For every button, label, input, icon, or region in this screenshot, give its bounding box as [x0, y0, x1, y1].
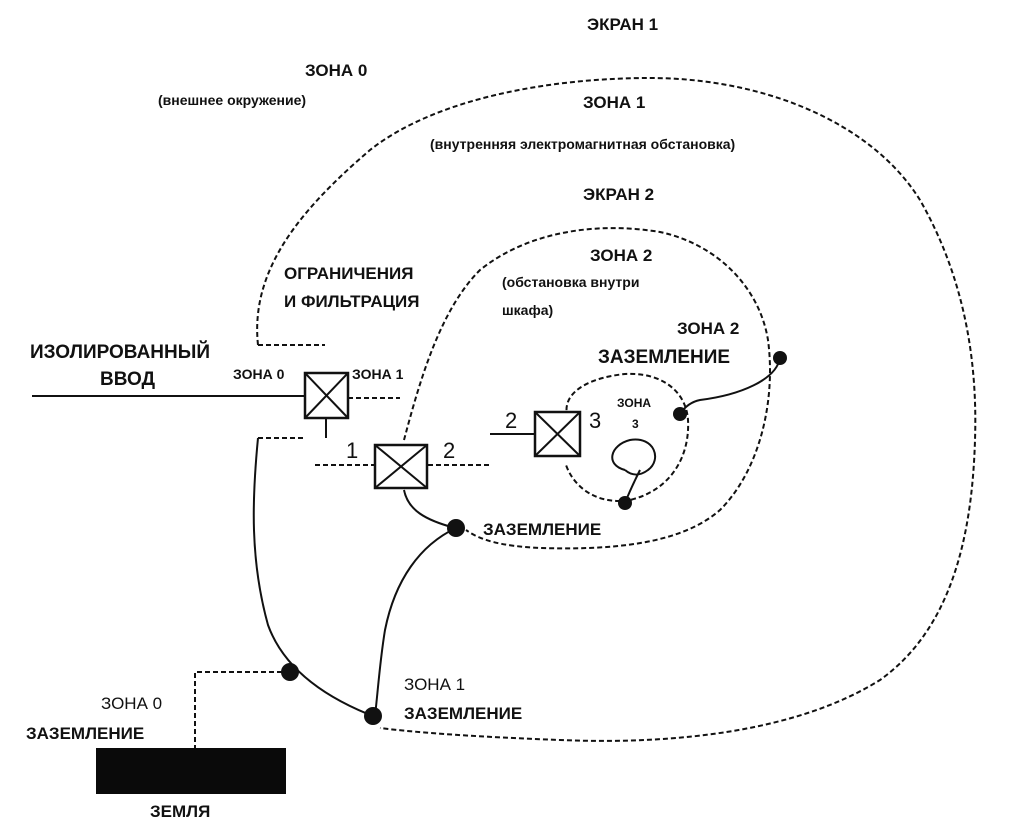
zone0-title: ЗОНА 0 — [305, 61, 368, 80]
zone0-ground-line1: ЗОНА 0 — [101, 694, 163, 713]
zone1-ground-line1: ЗОНА 1 — [404, 675, 466, 694]
filter2-symbol — [373, 443, 429, 490]
screen2-boundary — [403, 227, 771, 550]
isolated-input-label-line2: ВВОД — [100, 369, 156, 390]
filter2-left-label: 1 — [346, 438, 359, 463]
screen1-left-edge — [252, 437, 379, 719]
ground-node-zone3 — [618, 496, 632, 510]
zone3-label-line2: 3 — [632, 417, 639, 431]
zone3-label-line1: ЗОНА — [617, 396, 652, 410]
filter1-right-label: ЗОНА 1 — [352, 366, 404, 382]
screen2-label: ЭКРАН 2 — [583, 185, 655, 204]
screen2-lower-edge — [403, 489, 456, 529]
zone0-desc: (внешнее окружение) — [158, 92, 307, 108]
ground-wire-zone2 — [679, 357, 781, 415]
screen1-boundary — [256, 76, 977, 742]
screen1-label: ЭКРАН 1 — [587, 15, 659, 34]
filter1-left-label: ЗОНА 0 — [233, 366, 285, 382]
zone3-loop — [611, 438, 657, 476]
limiting-label-line2: И ФИЛЬТРАЦИЯ — [284, 292, 420, 311]
ground-wire-main — [374, 527, 457, 717]
ground-node-zone0 — [281, 663, 299, 681]
zone1-desc: (внутренняя электромагнитная обстановка) — [430, 136, 736, 152]
earth-block — [96, 748, 286, 794]
filter3-symbol — [533, 410, 582, 458]
ground-node-zone2 — [773, 351, 787, 365]
limiting-label-line1: ОГРАНИЧЕНИЯ — [284, 264, 414, 283]
filter3-left-label: 2 — [505, 408, 518, 433]
zone2-desc-line2: шкафа) — [502, 302, 554, 318]
zone2-ground-line2: ЗАЗЕМЛЕНИЕ — [598, 347, 731, 368]
filter2-right-label: 2 — [443, 438, 456, 463]
zone3-boundary — [565, 372, 690, 502]
ground-node-main — [447, 519, 465, 537]
ground-node-zone2-inner — [673, 407, 687, 421]
zone0-ground-line2: ЗАЗЕМЛЕНИЕ — [26, 724, 145, 743]
ground-label: ЗАЗЕМЛЕНИЕ — [483, 520, 602, 539]
ground-wire-zone0 — [194, 671, 290, 748]
isolated-input-label-line1: ИЗОЛИРОВАННЫЙ — [30, 342, 210, 363]
filter3-right-label: 3 — [589, 408, 602, 433]
zone1-title: ЗОНА 1 — [583, 93, 646, 112]
zone2-ground-line1: ЗОНА 2 — [677, 319, 740, 338]
zone1-ground-line2: ЗАЗЕМЛЕНИЕ — [404, 704, 523, 723]
ground-node-zone1 — [364, 707, 382, 725]
filter1-symbol — [303, 371, 350, 420]
zone2-title: ЗОНА 2 — [590, 246, 653, 265]
earth-label: ЗЕМЛЯ — [150, 802, 211, 821]
zone2-desc-line1: (обстановка внутри — [502, 274, 640, 290]
